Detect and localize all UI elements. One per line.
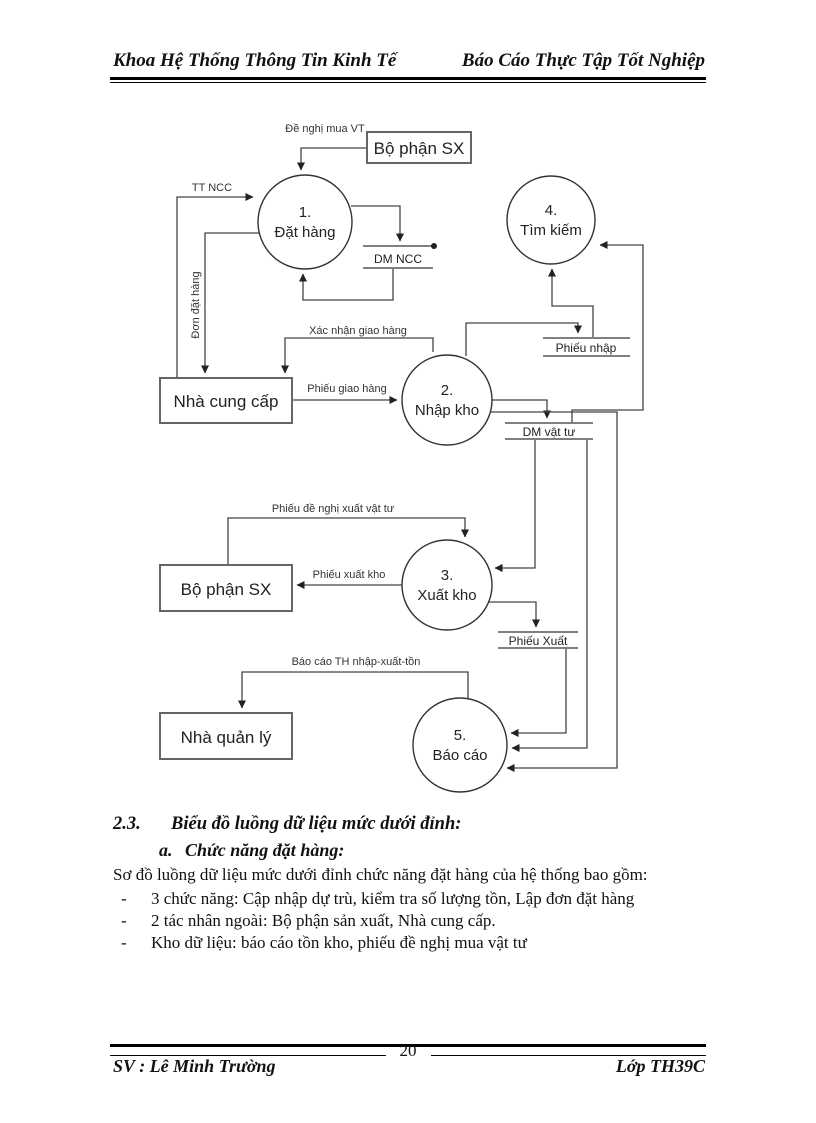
subsection-title: Chức năng đặt hàng: [185, 840, 345, 860]
page-number: 20 [399, 1041, 417, 1060]
flow-p3-to-phieu-xuat-line [489, 601, 540, 628]
flow-phieu-nhap-to-p4-line [548, 268, 594, 338]
flow-dm-vat-tu-to-p3-line [494, 439, 536, 572]
process-4-name: Tìm kiếm [520, 222, 582, 239]
process-3-name: Xuất kho [417, 587, 476, 604]
process-5-name: Báo cáo [432, 747, 487, 764]
bullet-marker: - [121, 933, 127, 952]
entity-nha-quan-ly [159, 712, 293, 760]
flow-xac-nhan-giao-hang-line [281, 337, 434, 374]
bullet-text: 2 tác nhân ngoài: Bộ phận sản xuất, Nhà … [151, 911, 496, 930]
subsection-heading: a. Chức năng đặt hàng: [159, 839, 707, 861]
page-header: Khoa Hệ Thống Thông Tin Kinh Tế Báo Cáo … [113, 50, 705, 72]
list-item: - 3 chức năng: Cập nhập dự trù, kiểm tra… [113, 888, 707, 910]
flow-label-tt-ncc: TT NCC [192, 182, 232, 194]
entity-label-bo-phan-sx-bottom: Bộ phận SX [181, 580, 272, 599]
page-footer: SV : Lê Minh Trường Lớp TH39C [113, 1056, 705, 1077]
process-1-name: Đặt hàng [275, 224, 336, 241]
flow-label-don-dat-hang: Đơn đặt hàng [190, 271, 202, 338]
process-2-number: 2. [441, 382, 454, 399]
header-rule-thick [110, 77, 706, 80]
footer-class-name: Lớp TH39C [615, 1056, 705, 1076]
subsection-letter: a. [159, 840, 173, 860]
flow-p2-to-p5-line [490, 411, 618, 772]
store-label-phieu-xuat: Phiếu Xuất [509, 634, 568, 648]
entity-label-nha-quan-ly: Nhà quản lý [181, 728, 272, 747]
process-tim-kiem-circle [506, 175, 596, 265]
process-1-number: 1. [299, 204, 312, 221]
section-text-block: 2.3. Biểu đồ luồng dữ liệu mức dưới đỉnh… [113, 813, 707, 954]
section-title: Biểu đồ luồng dữ liệu mức dưới đỉnh: [171, 814, 462, 834]
process-3-number: 3. [441, 567, 454, 584]
store-label-phieu-nhap: Phiếu nhập [556, 341, 617, 355]
bullet-marker: - [121, 911, 127, 930]
footer-rule-right-segment [430, 1054, 706, 1056]
dataflow-diagram: Đề nghị mua VT TT NCC Đơn đặt hàng Xác n… [159, 123, 644, 793]
process-dat-hang-circle [257, 174, 353, 270]
entity-label-bo-phan-sx-top: Bộ phận SX [374, 139, 465, 158]
flow-label-bao-cao-th: Báo cáo TH nhập-xuất-tồn [292, 656, 421, 668]
bullet-marker: - [121, 889, 127, 908]
store-dm-ncc-endpoint-dot [431, 243, 437, 249]
bullet-text: Kho dữ liệu: báo cáo tồn kho, phiếu đề n… [151, 933, 527, 952]
bullet-text: 3 chức năng: Cập nhập dự trù, kiểm tra s… [151, 889, 635, 908]
entity-label-nha-cung-cap: Nhà cung cấp [174, 392, 279, 411]
flow-p2-to-dm-vat-tu-line [492, 399, 551, 419]
process-nhap-kho-circle [401, 354, 493, 446]
section-heading: 2.3. Biểu đồ luồng dữ liệu mức dưới đỉnh… [113, 813, 707, 835]
entity-bo-phan-sx-top [366, 131, 472, 164]
list-item: - Kho dữ liệu: báo cáo tồn kho, phiếu đề… [113, 932, 707, 954]
entity-bo-phan-sx-bottom [159, 564, 293, 612]
footer-rule-left-segment [110, 1054, 386, 1056]
flow-de-nghi-mua-vt-line [297, 147, 367, 171]
process-bao-cao-circle [412, 697, 508, 793]
list-item: - 2 tác nhân ngoài: Bộ phận sản xuất, Nh… [113, 910, 707, 932]
flow-tt-ncc-line [176, 193, 254, 378]
flow-phieu-de-nghi-xuat-line [227, 517, 469, 565]
flow-label-phieu-de-nghi-xuat: Phiếu đề nghị xuất vật tư [272, 503, 395, 515]
section-number: 2.3. [113, 814, 141, 834]
footer-rule-thick [110, 1044, 706, 1047]
flow-p1-to-dm-ncc-line [351, 205, 404, 242]
entity-nha-cung-cap [159, 377, 293, 424]
header-right-title: Báo Cáo Thực Tập Tốt Nghiệp [461, 50, 705, 71]
flow-dm-ncc-to-p1-line [299, 268, 394, 301]
process-xuat-kho-circle [401, 539, 493, 631]
flow-label-xac-nhan-giao-hang: Xác nhận giao hàng [309, 325, 407, 337]
process-2-name: Nhập kho [415, 402, 479, 419]
flow-label-phieu-giao-hang: Phiếu giao hàng [307, 383, 387, 395]
flow-dm-vat-tu-to-p5-line [511, 439, 588, 752]
flow-label-phieu-xuat-kho: Phiếu xuất kho [313, 569, 386, 581]
process-5-number: 5. [454, 727, 467, 744]
process-4-number: 4. [545, 202, 558, 219]
store-label-dm-ncc: DM NCC [374, 252, 422, 266]
footer-student-name: SV : Lê Minh Trường [113, 1056, 276, 1076]
flow-p2-to-phieu-nhap-line [465, 322, 582, 356]
flow-phieu-xuat-to-p5-line [510, 648, 567, 737]
header-rule-thin [110, 82, 706, 83]
footer-rule-row: 20 [110, 1041, 706, 1061]
store-label-dm-vat-tu: DM vật tư [523, 425, 576, 439]
section-intro: Sơ đồ luồng dữ liệu mức dưới đỉnh chức n… [113, 865, 648, 884]
flow-don-dat-hang-line [201, 232, 259, 374]
flow-dm-vat-tu-to-p4-line [571, 241, 644, 423]
header-left-title: Khoa Hệ Thống Thông Tin Kinh Tế [113, 50, 397, 71]
flow-bao-cao-th-line [238, 671, 469, 709]
flow-label-de-nghi-mua-vt: Đề nghị mua VT [285, 123, 365, 135]
